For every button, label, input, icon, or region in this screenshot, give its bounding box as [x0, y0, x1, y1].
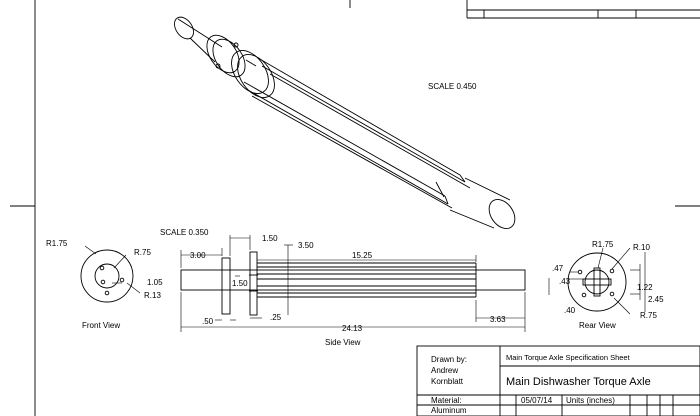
rear-dim-r175: R1.75	[592, 240, 614, 249]
part-name: Main Dishwasher Torque Axle	[506, 376, 651, 388]
rear-dim-40: .40	[564, 306, 576, 315]
dim-3-00: 3.00	[190, 251, 206, 260]
iso-scale-label: SCALE 0.450	[428, 82, 477, 91]
rear-dim-47: .47	[552, 264, 564, 273]
dim-3-63: 3.63	[490, 315, 506, 324]
material-value: Aluminum	[431, 406, 467, 415]
drawn-by-label: Drawn by:	[431, 355, 467, 364]
drawing-units: Units (inches)	[566, 396, 615, 405]
revision-block	[466, 0, 700, 19]
front-dim-r13: R.13	[144, 291, 161, 300]
dim-1-50-mid: 1.50	[232, 279, 248, 288]
title-block	[416, 345, 700, 416]
sheet-border	[10, 0, 700, 416]
dim-24-13: 24.13	[342, 324, 363, 333]
rear-dim-r75: R.75	[640, 311, 657, 320]
dim-3-50: 3.50	[298, 241, 314, 250]
front-dim-r75: R.75	[134, 248, 151, 257]
rear-dim-r10: R.10	[633, 243, 650, 252]
drawn-by-name-2: Kornblatt	[431, 377, 464, 386]
rear-dim-122: 1.22	[637, 283, 653, 292]
dim-15-25: 15.25	[352, 251, 373, 260]
rear-dim-43: .43	[559, 277, 571, 286]
front-view	[80, 245, 141, 303]
side-view	[180, 235, 526, 332]
dim-1-50-top: 1.50	[262, 234, 278, 243]
sheet-title: Main Torque Axle Specification Sheet	[506, 353, 631, 362]
isometric-view	[174, 16, 516, 229]
front-dim-105: 1.05	[147, 278, 163, 287]
drawing-date: 05/07/14	[521, 396, 553, 405]
front-dim-r175: R1.75	[46, 239, 68, 248]
drawn-by-name-1: Andrew	[431, 366, 458, 375]
front-view-title: Front View	[82, 321, 120, 330]
rear-view	[548, 247, 646, 315]
dim-0-25: .25	[270, 313, 282, 322]
dim-0-50: .50	[202, 317, 214, 326]
side-view-title: Side View	[325, 338, 361, 347]
side-scale-label: SCALE 0.350	[160, 228, 209, 237]
rear-view-title: Rear View	[579, 321, 616, 330]
rear-dim-245: 2.45	[648, 295, 664, 304]
material-label: Material:	[431, 396, 462, 405]
